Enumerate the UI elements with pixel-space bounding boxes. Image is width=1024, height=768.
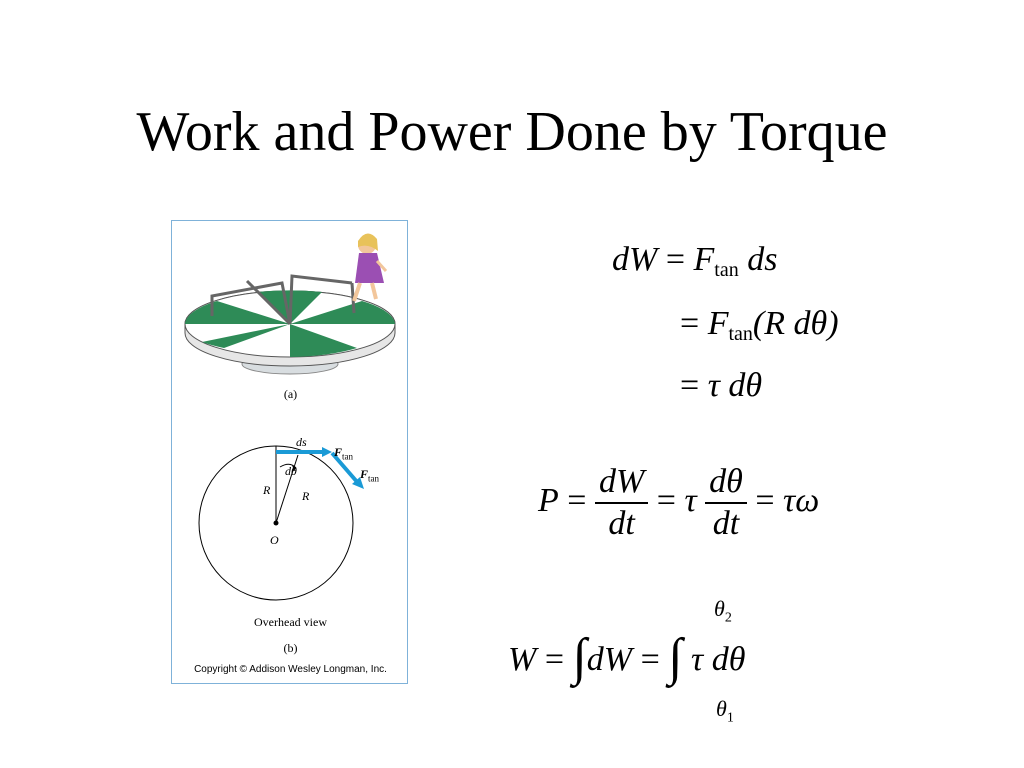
merry-go-round-figure: (a) ds Ftan dθ Ftan R R O Overhead view … [171, 220, 408, 684]
figure-illustration [184, 233, 396, 601]
work-integral-equation: W = ∫dW = ∫ τ dθ [508, 629, 746, 686]
girl-icon [352, 233, 388, 302]
equation-line-3: = τ dθ [680, 367, 763, 404]
r-label-1: R [263, 483, 271, 497]
caption-a: (a) [283, 387, 298, 401]
f-tan-label-1: Ftan [334, 445, 354, 462]
upper-limit: θ2 [714, 596, 732, 626]
overhead-view-caption: Overhead view [254, 615, 327, 629]
r-label-2: R [302, 489, 310, 503]
slide-title: Work and Power Done by Torque [136, 101, 888, 163]
caption-b: (b) [283, 641, 298, 655]
ds-label: ds [296, 435, 307, 449]
equation-line-1: dW = Ftan ds [612, 241, 778, 281]
origin-label: O [270, 533, 279, 547]
lower-limit: θ1 [716, 696, 734, 726]
equation-line-2: = Ftan(R dθ) [680, 305, 839, 345]
f-tan-label-2: Ftan [360, 467, 380, 484]
copyright-text: Copyright © Addison Wesley Longman, Inc. [194, 664, 387, 675]
dtheta-label: dθ [285, 464, 297, 478]
